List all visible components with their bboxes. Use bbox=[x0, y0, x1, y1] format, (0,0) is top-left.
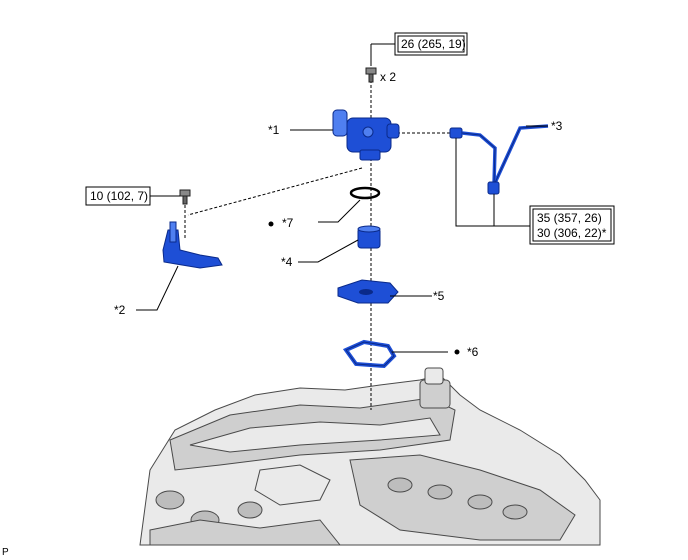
label-4-leader bbox=[298, 239, 359, 263]
label-2-leader bbox=[136, 265, 179, 311]
label-1: *1 bbox=[268, 123, 280, 137]
label-2: *2 bbox=[114, 303, 126, 317]
bolt-left bbox=[179, 189, 191, 205]
bracket-part-2 bbox=[162, 221, 223, 269]
label-5: *5 bbox=[433, 289, 445, 303]
label-7-leader bbox=[318, 199, 361, 223]
torque-pipe-text-1: 35 (357, 26) bbox=[537, 211, 602, 225]
label-6: *6 bbox=[467, 345, 479, 359]
torque-pipe-leader-a bbox=[455, 138, 530, 227]
torque-left-text: 10 (102, 7) bbox=[90, 189, 148, 203]
fuel-pipe-part-3 bbox=[449, 124, 549, 195]
label-3: *3 bbox=[551, 119, 563, 133]
torque-left-box bbox=[85, 186, 151, 206]
torque-pipe-box-inner bbox=[532, 208, 612, 242]
label-4: *4 bbox=[281, 255, 293, 269]
plate-part-5 bbox=[337, 279, 399, 304]
o-ring-part-7 bbox=[349, 186, 381, 200]
lifter-part-4 bbox=[357, 225, 381, 249]
label-6-dot bbox=[454, 349, 460, 355]
label-7-dot bbox=[268, 221, 274, 227]
corner-code: P bbox=[2, 547, 9, 558]
pump-to-bracket-dash bbox=[187, 167, 363, 216]
fuel-pump-part-1 bbox=[332, 109, 400, 161]
bolt-top bbox=[365, 67, 377, 83]
torque-top-text: 26 (265, 19) bbox=[401, 37, 466, 51]
torque-pipe-text-2: 30 (306, 22)* bbox=[537, 226, 607, 240]
label-7: *7 bbox=[282, 216, 294, 230]
torque-top-box-inner bbox=[397, 35, 465, 53]
engine-assembly bbox=[139, 367, 601, 546]
gasket-part-6 bbox=[342, 339, 397, 369]
bolt-top-qty: x 2 bbox=[380, 70, 396, 84]
